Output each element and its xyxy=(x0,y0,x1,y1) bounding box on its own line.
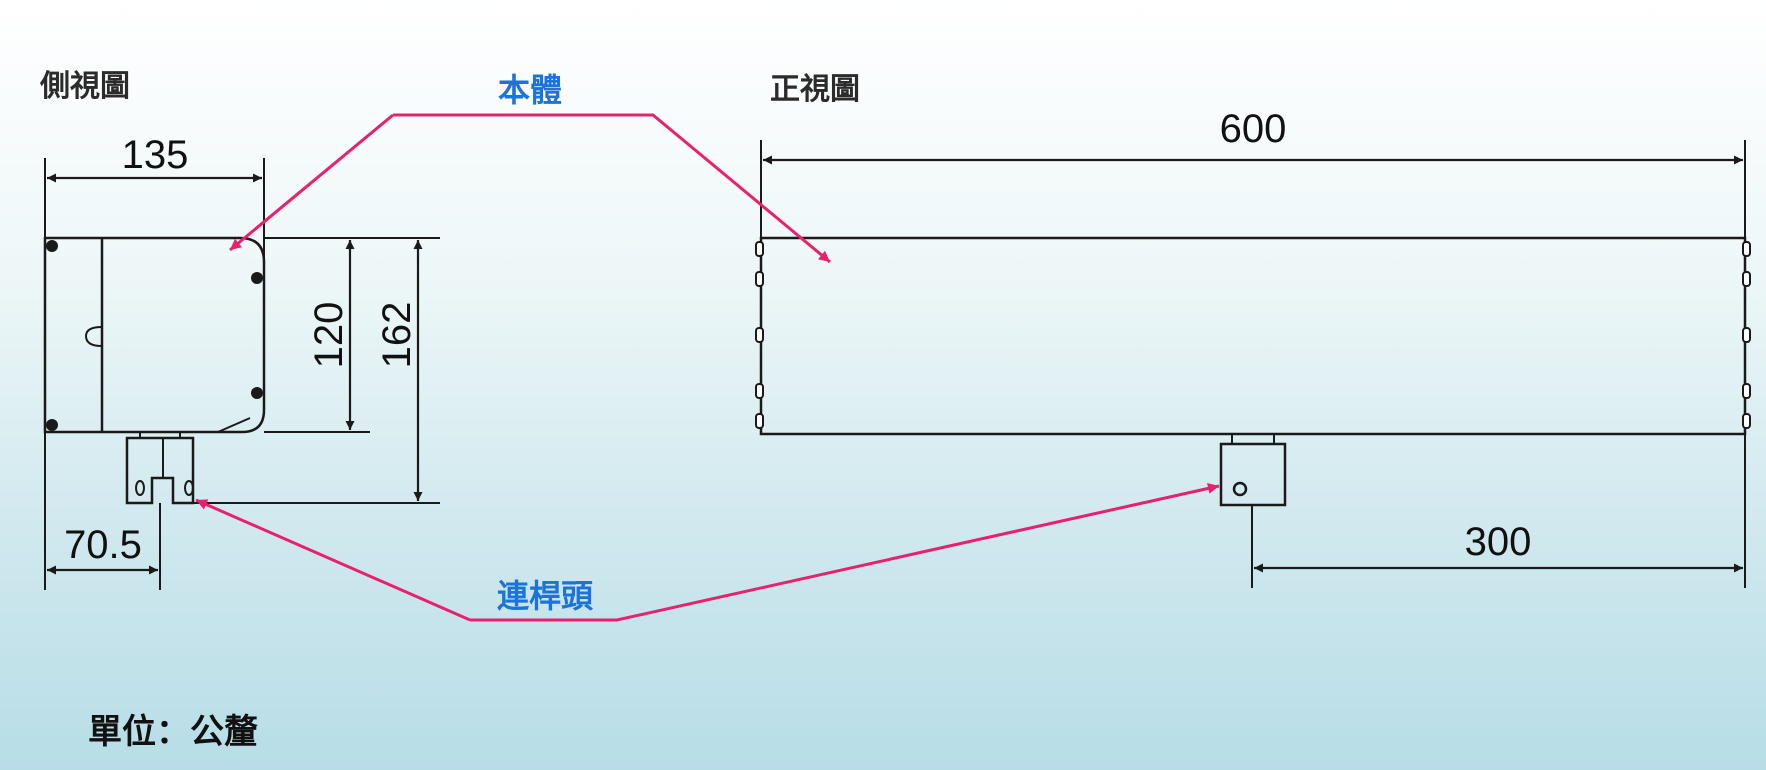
bolt-dot xyxy=(251,272,263,284)
rod-leader-to-front xyxy=(470,483,1220,622)
rod-head-callout: 連桿頭 xyxy=(497,577,594,615)
rod-head-hole xyxy=(1232,481,1248,497)
bolt-dot xyxy=(251,387,263,399)
bolt-dot xyxy=(46,240,58,252)
rod-head-leader-lines xyxy=(195,483,1220,622)
dimension-300: 300 xyxy=(1465,520,1532,564)
rod-head-hole xyxy=(184,480,194,496)
unit-note: 單位：公釐 xyxy=(88,712,258,752)
rod-leader-to-side xyxy=(195,498,471,622)
body-leader-to-side xyxy=(229,113,394,252)
front-view-edge-bumps xyxy=(755,241,1751,429)
side-view-slot xyxy=(84,326,103,347)
side-view-label: 側視圖 xyxy=(39,69,130,104)
dimension-135: 135 xyxy=(122,133,189,177)
front-view-body xyxy=(759,236,1747,436)
side-view: 135 120 162 70.5 xyxy=(43,133,440,590)
dimension-70-5: 70.5 xyxy=(64,523,142,567)
front-view: 600 300 xyxy=(755,107,1751,588)
body-leader-to-front xyxy=(393,113,831,264)
body-callout: 本體 xyxy=(498,71,562,109)
side-view-rod-head xyxy=(125,436,195,505)
rod-head-hole xyxy=(135,480,145,496)
bolt-dot xyxy=(46,419,58,431)
dimension-120: 120 xyxy=(307,302,351,369)
body-leader-lines xyxy=(229,113,831,264)
side-view-body-outline xyxy=(43,236,266,434)
dimension-600: 600 xyxy=(1220,107,1287,151)
front-view-rod-head xyxy=(1219,442,1287,507)
front-view-label: 正視圖 xyxy=(770,72,860,107)
dimension-162: 162 xyxy=(375,302,419,369)
side-view-chamfer xyxy=(217,417,251,433)
